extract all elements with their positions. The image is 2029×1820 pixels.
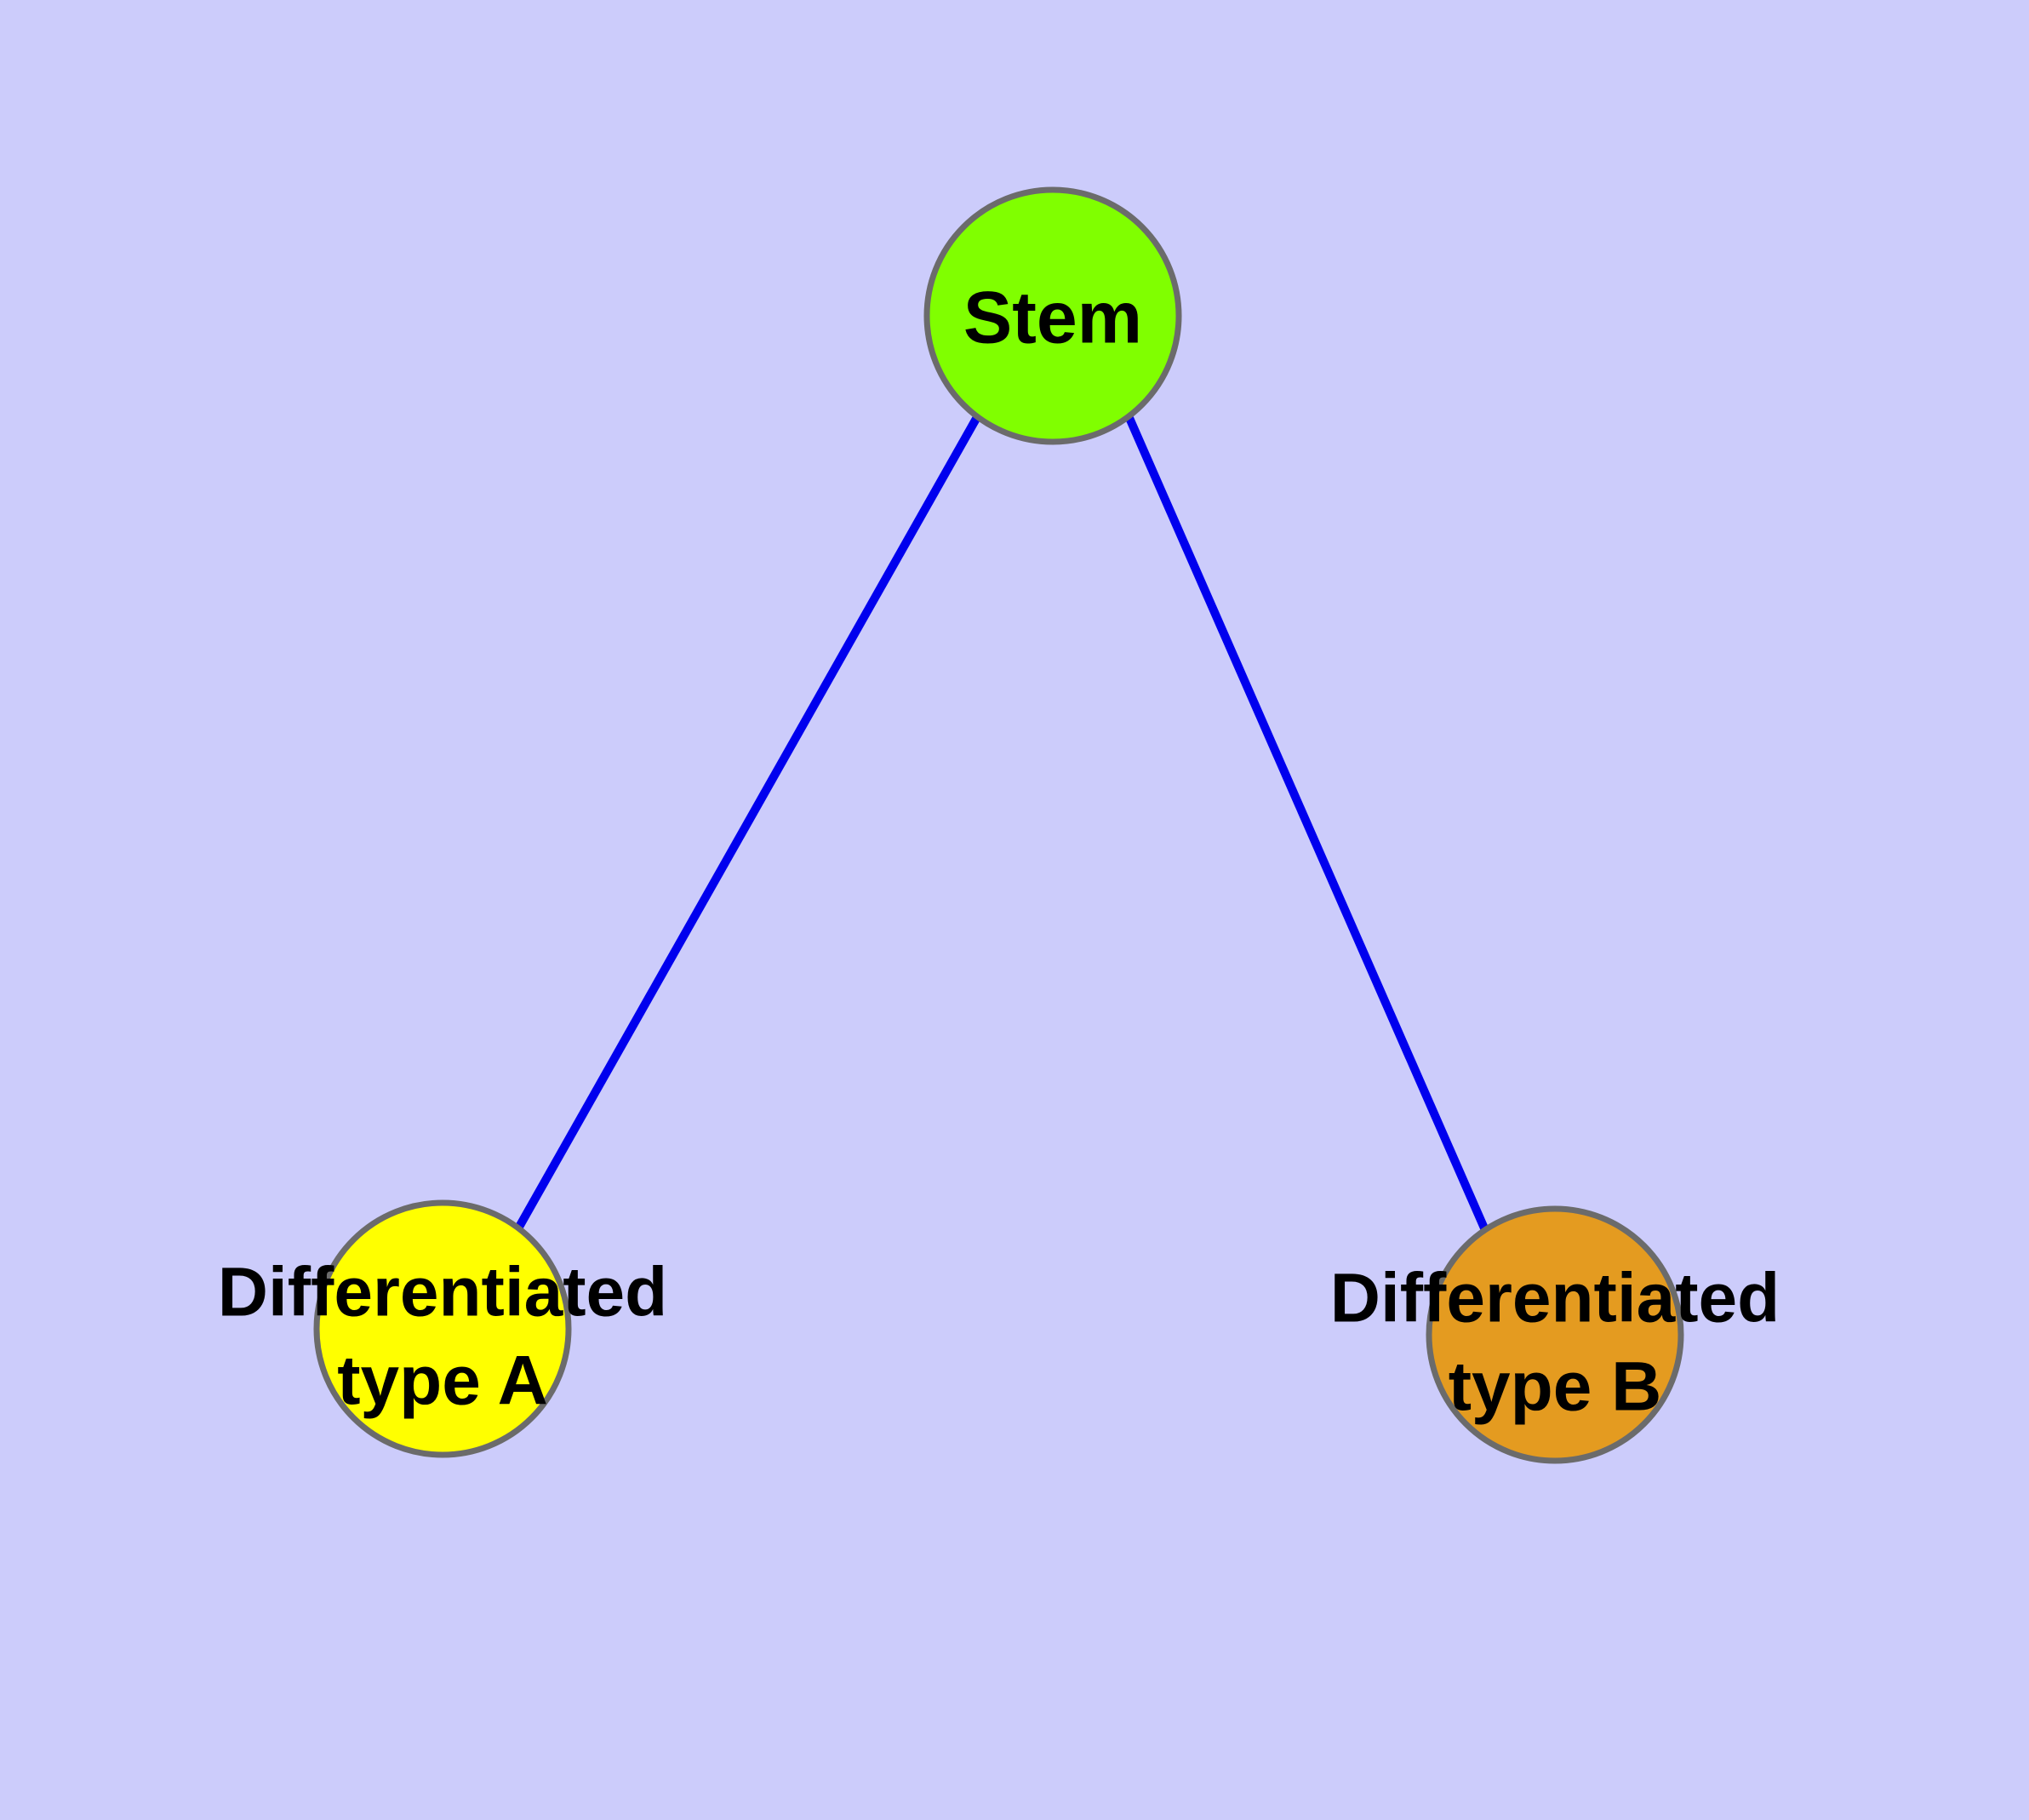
node-stem[interactable]: [923, 186, 1182, 445]
node-differentiated-type-b-circle[interactable]: [1426, 1205, 1684, 1464]
node-stem-label: Stem: [963, 278, 1142, 359]
node-differentiated-type-a[interactable]: [313, 1199, 572, 1458]
label-layer: Stem Differentiated type A Differentiate…: [218, 278, 1780, 1426]
node-layer: [313, 186, 1684, 1464]
node-differentiated-type-b-label-line2: type B: [1449, 1348, 1662, 1426]
edge-layer: [514, 415, 1489, 1233]
node-stem-circle[interactable]: [923, 186, 1182, 445]
node-differentiated-type-b-label-line1: Differentiated: [1330, 1260, 1780, 1337]
node-differentiated-type-b[interactable]: [1426, 1205, 1684, 1464]
edge-stem-to-differentiated-type-b: [1125, 415, 1489, 1233]
node-differentiated-type-a-circle[interactable]: [313, 1199, 572, 1458]
node-differentiated-type-a-label-line1: Differentiated: [218, 1254, 668, 1331]
edge-stem-to-differentiated-type-a: [514, 415, 981, 1231]
node-differentiated-type-a-label-line2: type A: [337, 1342, 548, 1420]
